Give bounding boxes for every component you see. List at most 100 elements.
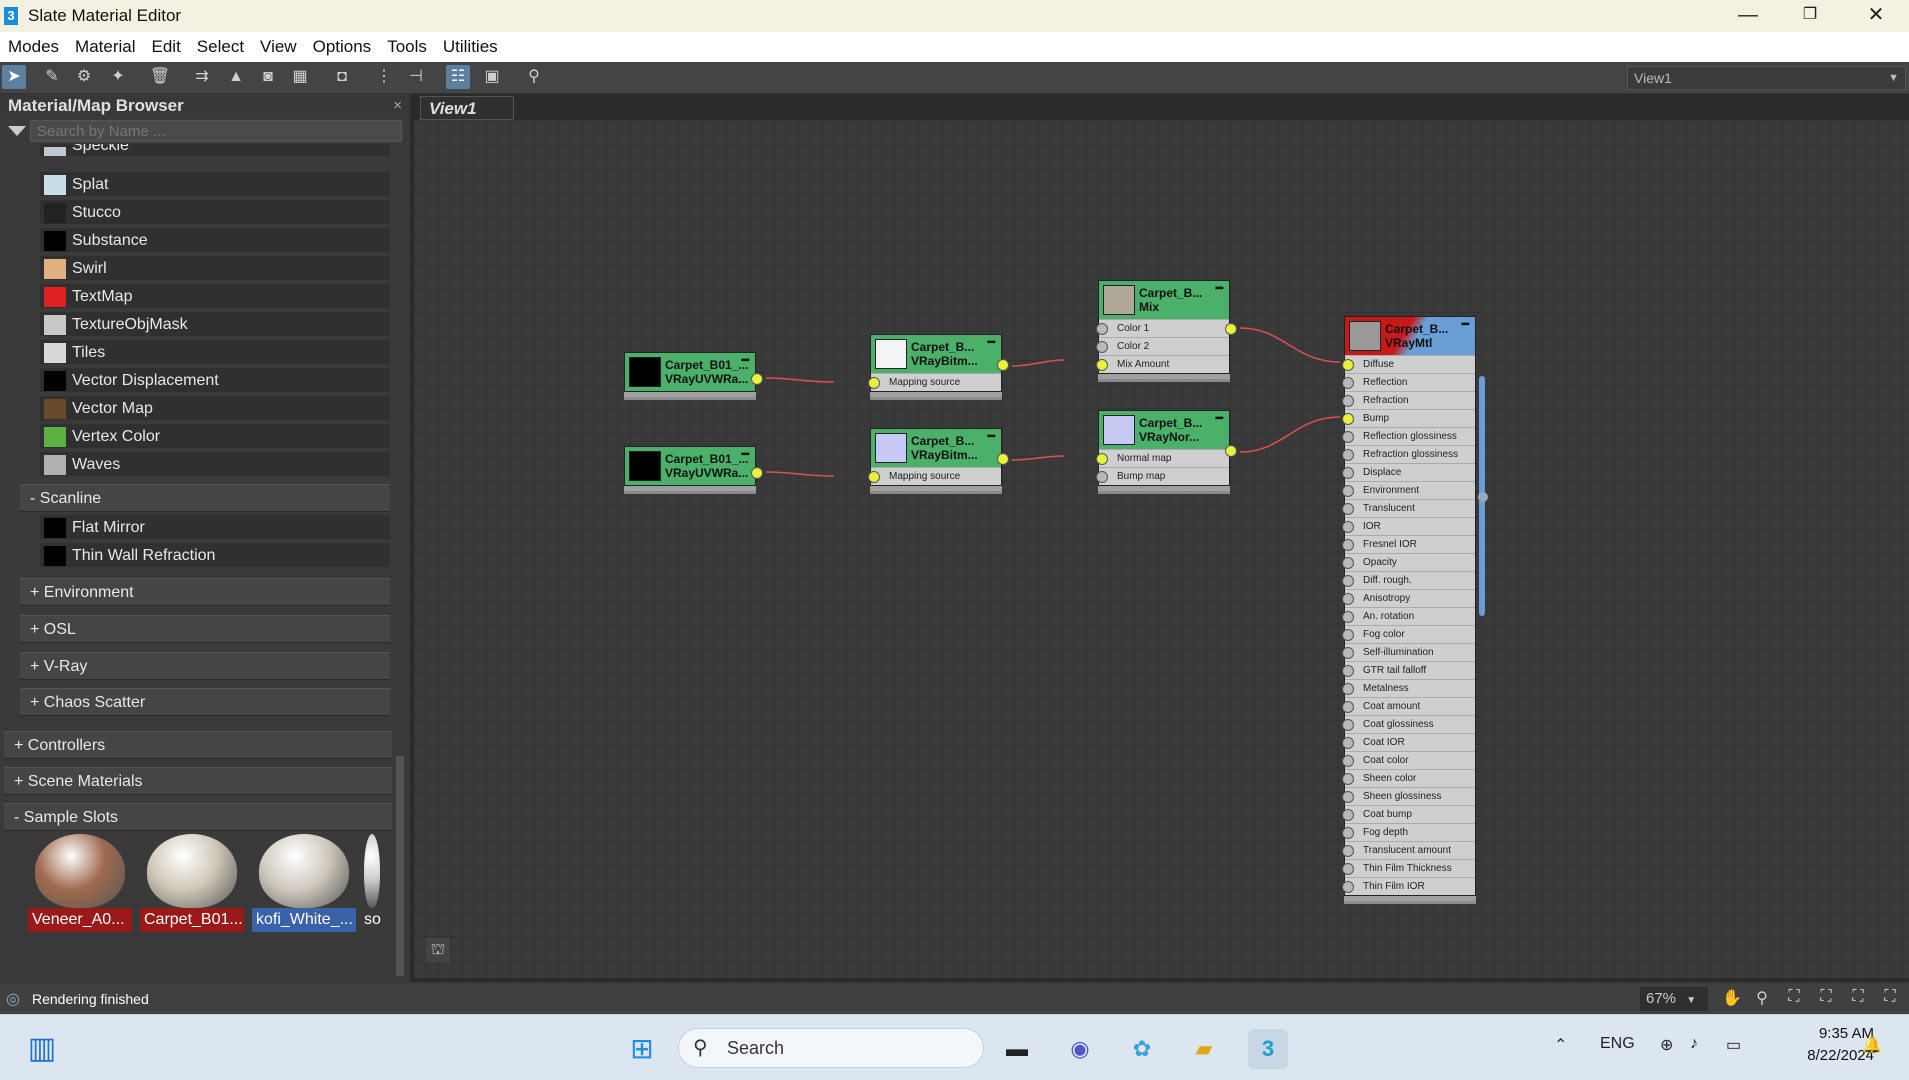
node-uvw2[interactable]: Carpet_B01_...VRayUVWRa...━ [624,446,763,486]
close-button[interactable]: ✕ [1867,4,1885,26]
list-item-map[interactable]: Tiles [40,340,390,366]
maximize-view-icon[interactable]: ⛶ [1884,988,1896,1005]
sample-slot-icon[interactable]: ◘ [337,68,347,85]
input-port[interactable] [1342,557,1354,569]
material-map-browser-icon[interactable]: ☷ [446,65,470,89]
volume-icon[interactable]: ♪ [1690,1035,1698,1052]
menu-tools[interactable]: Tools [387,37,427,56]
node-uvw1[interactable]: Carpet_B01_...VRayUVWRa...━ [624,352,763,392]
zoom-region-icon[interactable]: ⛶ [1788,988,1800,1005]
input-port[interactable] [1096,359,1108,371]
sample-slot[interactable]: kofi_White_... [252,834,356,932]
node-slot[interactable]: Fog color [1342,625,1475,643]
input-port[interactable] [1342,611,1354,623]
node-slot[interactable]: Displace [1342,463,1475,481]
list-item-map[interactable]: Vector Map [40,396,390,422]
group-environment[interactable]: + Environment [20,578,390,606]
menu-view[interactable]: View [260,37,297,56]
zoom-extents-icon[interactable]: ⛶ [1820,988,1832,1005]
list-item-map[interactable]: Swirl [40,256,390,282]
zoom-dropdown[interactable]: 67% ▼ [1640,987,1708,1011]
copilot-icon[interactable]: ✿ [1132,1036,1152,1061]
collapse-icon[interactable]: ━ [987,335,995,349]
sample-slot[interactable]: Carpet_B01... [140,834,244,932]
group-scanline[interactable]: - Scanline [20,484,390,512]
collapse-icon[interactable]: ━ [741,447,749,461]
menu-edit[interactable]: Edit [151,37,181,56]
move-children-icon[interactable]: ⇉ [195,68,209,85]
input-port[interactable] [1096,323,1108,335]
node-slot[interactable]: Mapping source [868,373,1001,391]
node-slot[interactable]: Refraction [1342,391,1475,409]
input-port[interactable] [1342,467,1354,479]
list-item-map[interactable]: Splat [40,172,390,198]
group-controllers[interactable]: + Controllers [4,731,392,759]
menu-material[interactable]: Material [75,37,136,56]
output-port[interactable] [997,359,1009,371]
minimize-button[interactable]: — [1738,4,1758,26]
node-slot[interactable]: Anisotropy [1342,589,1475,607]
input-port[interactable] [1342,503,1354,515]
input-port[interactable] [1342,593,1354,605]
node-slot[interactable]: Diff. rough. [1342,571,1475,589]
select-by-material-icon[interactable]: ⚲ [528,68,540,85]
node-slot[interactable]: GTR tail falloff [1342,661,1475,679]
list-item-map[interactable]: Waves [40,452,390,478]
node-bmp1[interactable]: Carpet_B...VRayBitm...━Mapping source [868,334,1009,392]
node-slot[interactable]: Coat bump [1342,805,1475,823]
select-tool-icon[interactable]: ➤ [2,65,26,89]
node-slot[interactable]: Self-illumination [1342,643,1475,661]
node-slot[interactable]: Reflection glossiness [1342,427,1475,445]
list-item-map[interactable]: Vertex Color [40,424,390,450]
input-port[interactable] [1342,827,1354,839]
group-sample-slots[interactable]: - Sample Slots [4,803,392,831]
teams-icon[interactable]: ◉ [1070,1036,1090,1061]
input-port[interactable] [1342,683,1354,695]
node-slot[interactable]: Coat amount [1342,697,1475,715]
node-slot[interactable]: Sheen color [1342,769,1475,787]
collapse-icon[interactable]: ━ [741,353,749,367]
layout-children-icon[interactable]: ⊣ [409,68,423,85]
file-explorer-icon[interactable]: ▰ [1195,1036,1213,1061]
node-slot[interactable]: Translucent amount [1342,841,1475,859]
list-item-map[interactable]: TextureObjMask [40,312,390,338]
collapse-icon[interactable]: ━ [1215,411,1223,425]
language-indicator[interactable]: ENG [1600,1035,1635,1052]
input-port[interactable] [1342,359,1354,371]
input-port[interactable] [1342,881,1354,893]
input-port[interactable] [1342,521,1354,533]
put-to-scene-icon[interactable]: ⚙ [76,68,92,85]
node-slot[interactable]: Bump [1342,409,1475,427]
node-slot[interactable]: Coat glossiness [1342,715,1475,733]
list-item-map[interactable]: TextMap [40,284,390,310]
notification-icon[interactable]: 🔔 [1862,1037,1882,1054]
delete-icon[interactable]: 🗑 [149,68,171,85]
node-output-port[interactable] [1478,492,1488,502]
node-bmp2[interactable]: Carpet_B...VRayBitm...━Mapping source [868,428,1009,486]
output-port[interactable] [751,467,763,479]
node-slot[interactable]: Mapping source [868,467,1001,485]
node-slot[interactable]: Translucent [1342,499,1475,517]
input-port[interactable] [1342,431,1354,443]
input-port[interactable] [1342,647,1354,659]
node-slot[interactable]: Opacity [1342,553,1475,571]
task-view-icon[interactable]: ▬ [1006,1036,1028,1061]
node-slot[interactable]: Thin Film IOR [1342,877,1475,895]
node-slot[interactable]: An. rotation [1342,607,1475,625]
view-selector[interactable]: View1 ▼ [1627,66,1906,90]
node-slot[interactable]: Environment [1342,481,1475,499]
input-port[interactable] [1342,845,1354,857]
input-port[interactable] [1342,395,1354,407]
taskbar-search[interactable]: ⚲ Search [678,1028,984,1068]
input-port[interactable] [1342,701,1354,713]
clock[interactable]: 9:35 AM 8/22/2024 [1807,1025,1874,1064]
node-slot[interactable]: Mix Amount [1096,355,1229,373]
input-port[interactable] [1342,485,1354,497]
node-slot[interactable]: Thin Film Thickness [1342,859,1475,877]
collapse-icon[interactable]: ━ [1215,281,1223,295]
input-port[interactable] [1096,453,1108,465]
list-item-map[interactable]: Speckle [40,144,390,158]
